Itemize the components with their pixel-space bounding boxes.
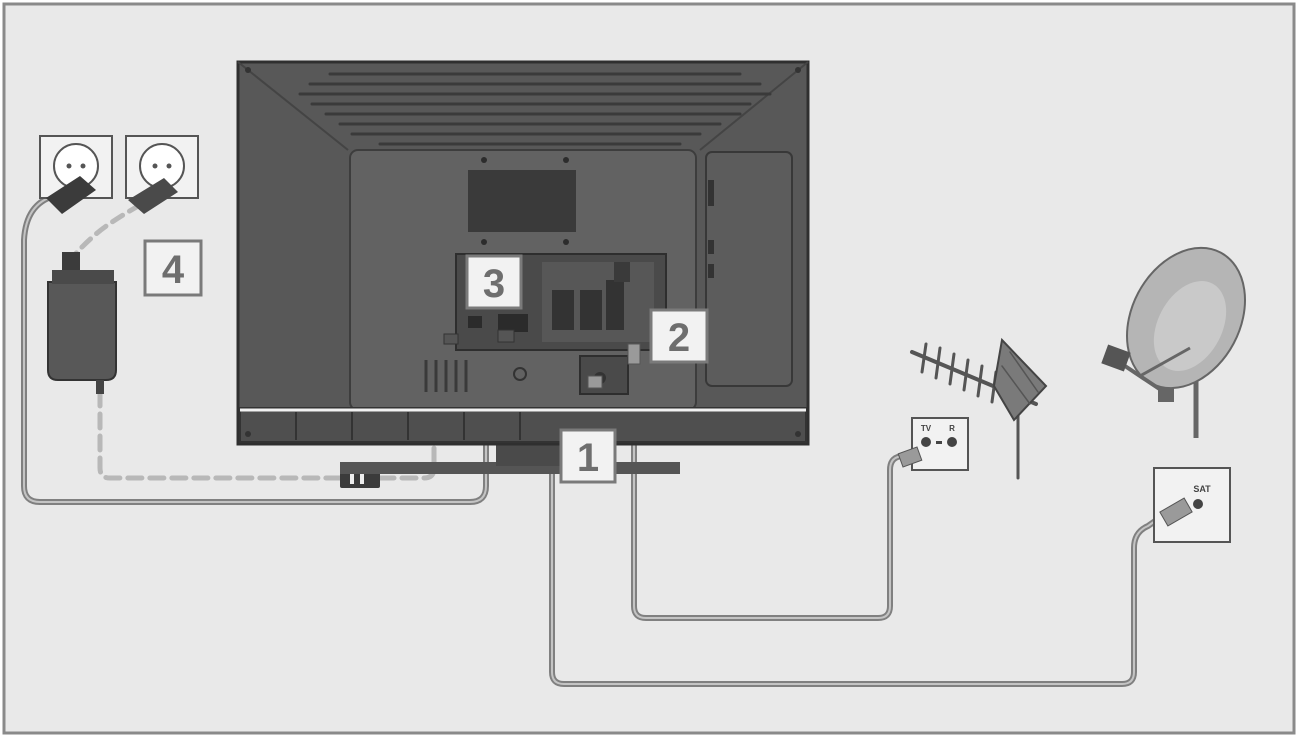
wall-socket-right xyxy=(125,135,199,214)
satellite-wall-plate: SAT xyxy=(1153,467,1231,543)
step-label-4: 4 xyxy=(162,248,185,292)
vesa-mount xyxy=(468,170,576,232)
antenna-wall-plate: TV R xyxy=(897,417,969,471)
step-label-3: 3 xyxy=(483,262,505,306)
step-badge-2: 2 xyxy=(649,308,709,364)
adapter-mains-cable xyxy=(69,202,143,261)
step-badge-4: 4 xyxy=(143,239,203,297)
wall-plate-radio-label: R xyxy=(949,424,955,433)
step-badge-1: 1 xyxy=(559,428,617,484)
wall-socket-left xyxy=(39,135,113,214)
side-panel xyxy=(705,151,793,387)
plugs xyxy=(443,329,641,389)
terrestrial-antenna xyxy=(910,337,1048,480)
wall-plate-tv-label: TV xyxy=(921,424,932,433)
adapter-dc-cable xyxy=(97,389,343,481)
power-adapter xyxy=(47,252,117,394)
tv-logo xyxy=(513,367,527,381)
vent-slots xyxy=(298,72,772,146)
step-badge-3: 3 xyxy=(465,254,523,310)
inline-connector xyxy=(340,470,380,488)
step-label-2: 2 xyxy=(668,316,690,360)
tv-rear xyxy=(236,60,810,474)
wall-plate-sat-label: SAT xyxy=(1193,484,1211,494)
step-label-1: 1 xyxy=(577,436,599,480)
satellite-dish xyxy=(1101,246,1246,438)
